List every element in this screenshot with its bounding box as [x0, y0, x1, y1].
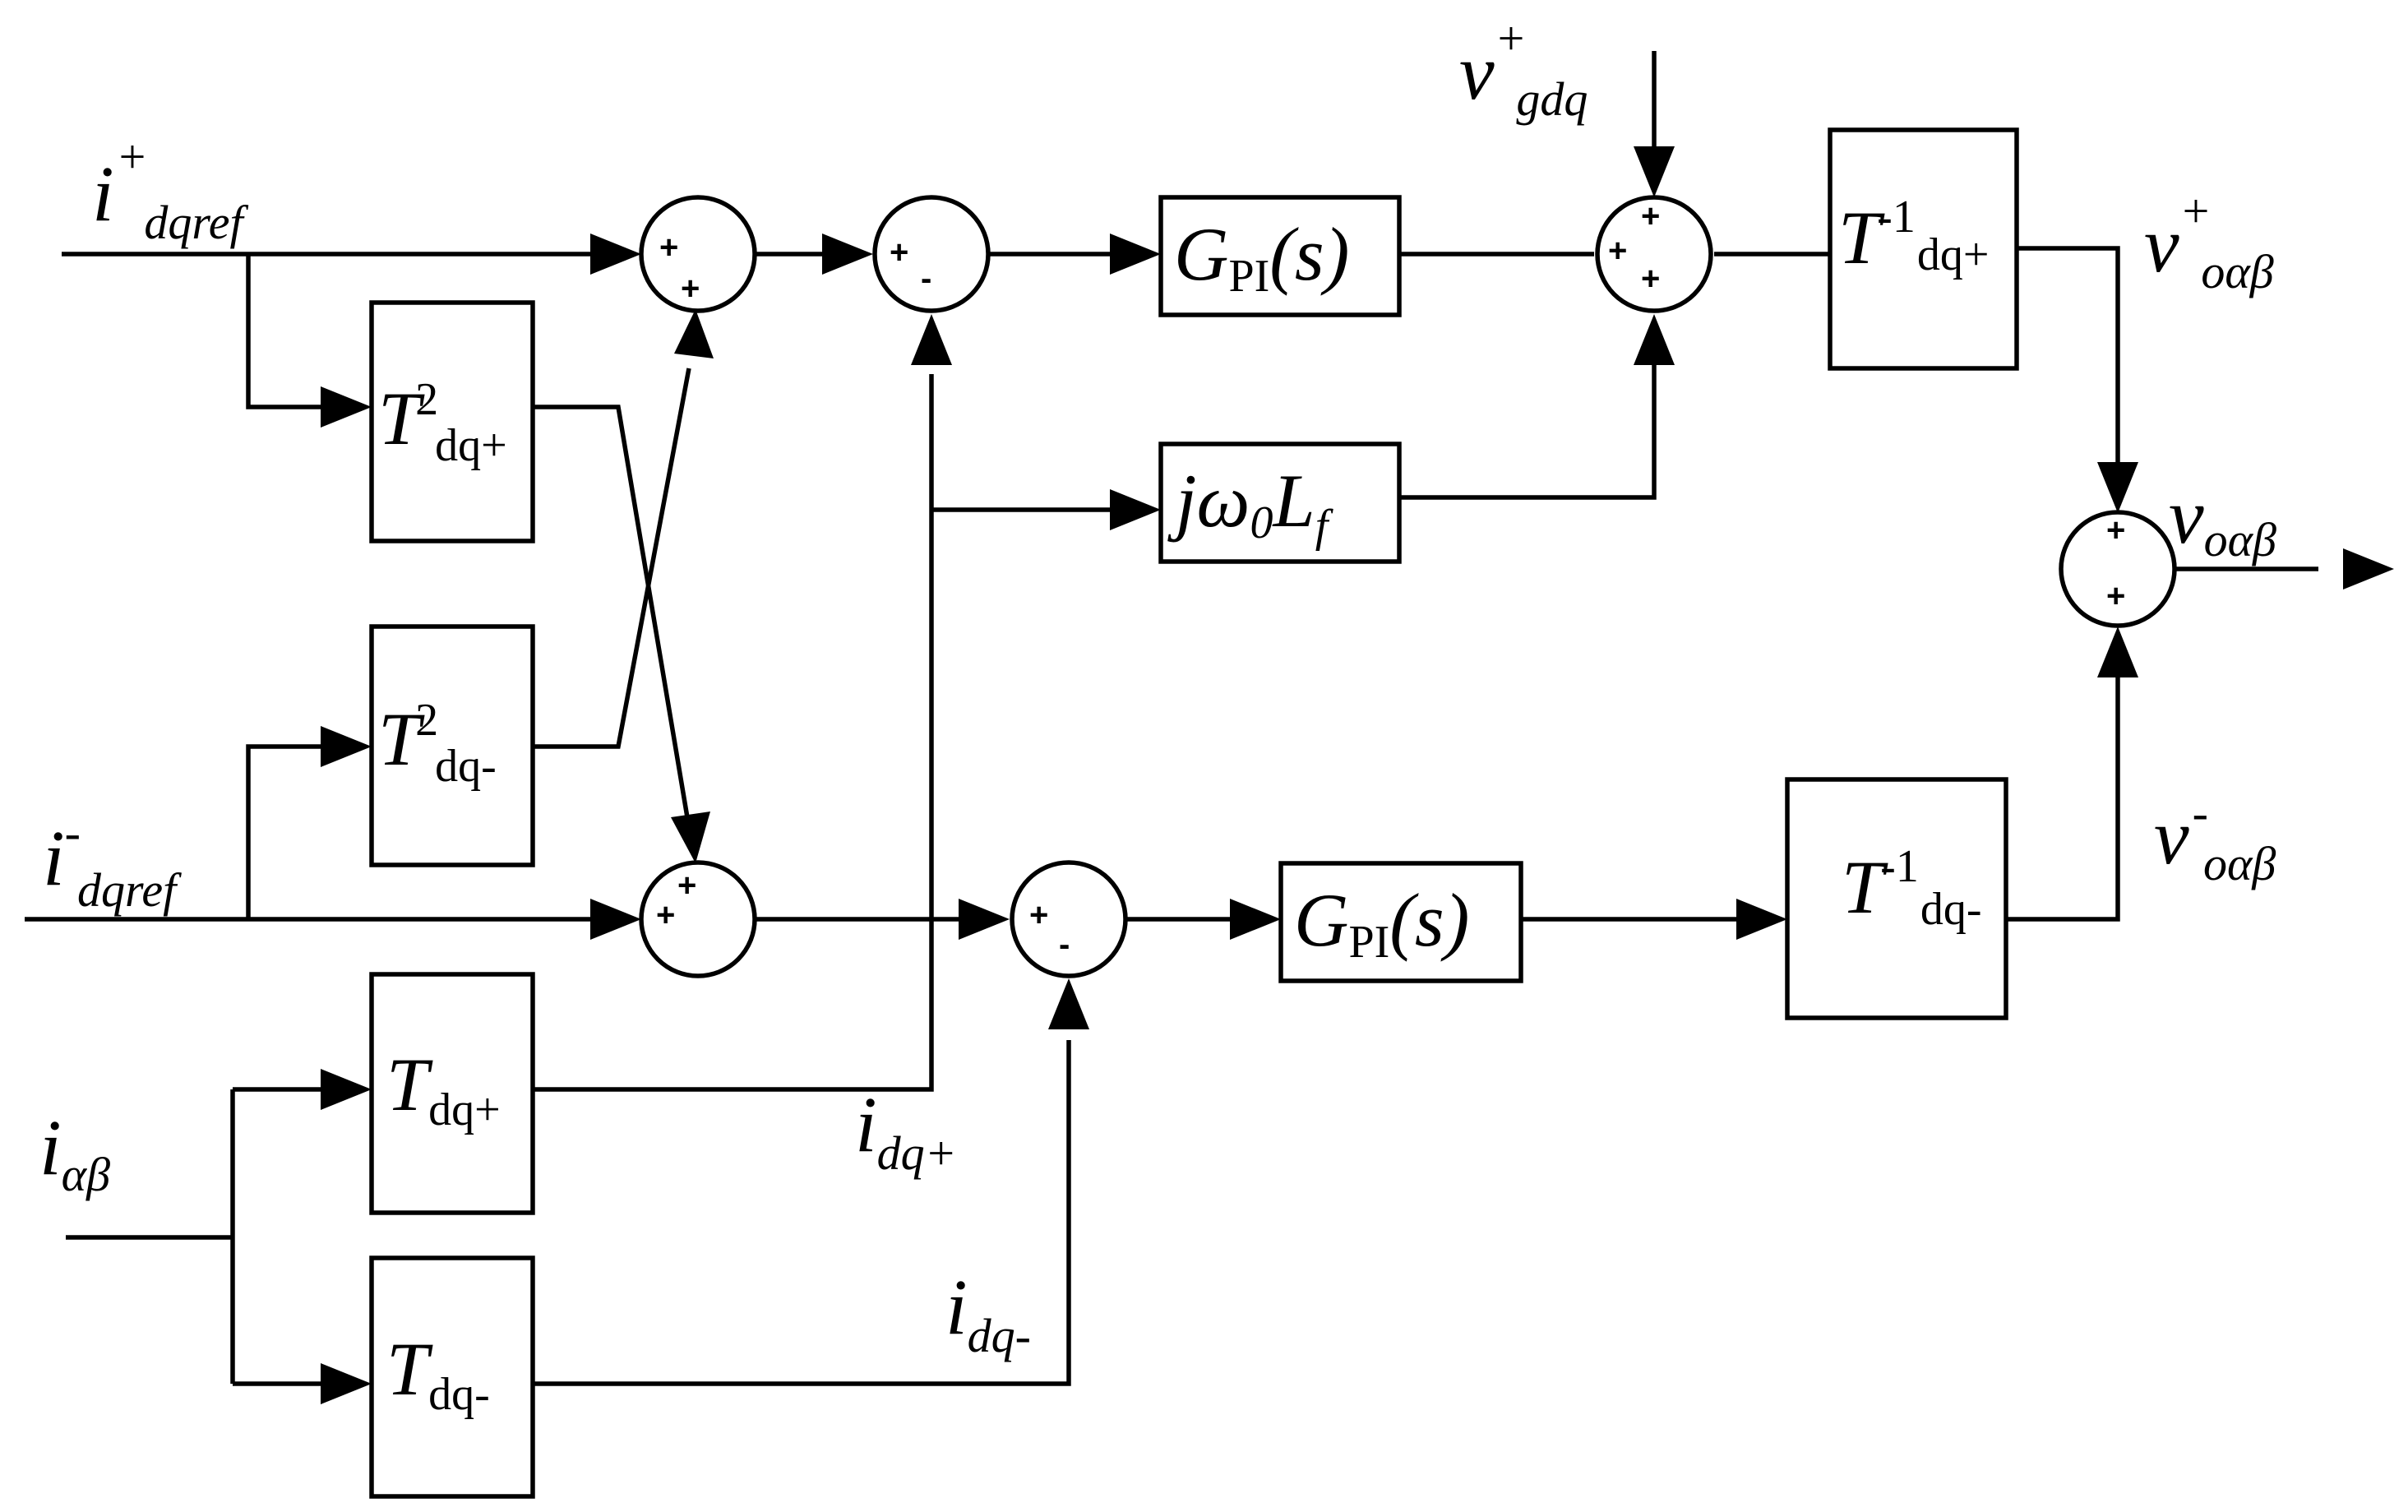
block-t-plus: [369, 972, 535, 1215]
arrowhead: [1634, 314, 1675, 365]
sum6-sign-1: +: [2106, 512, 2125, 548]
sum3-sign-2: +: [1608, 233, 1627, 269]
label-i-plus-dqref: i+dqref: [92, 130, 249, 249]
arrowhead: [590, 899, 641, 940]
arrowhead: [321, 726, 372, 767]
label-i-dq-minus: idq-: [945, 1263, 1031, 1362]
t-minus-label: Tdq-: [386, 1327, 490, 1420]
arrowhead: [2097, 627, 2138, 677]
block-t2-minus: [369, 624, 535, 867]
wire-t2plus-to-sum4: [533, 405, 691, 823]
wire-jwl-to-sum3: [1399, 360, 1657, 500]
sum1-sign-1: +: [659, 229, 678, 266]
sum1-sign-2: +: [681, 270, 700, 307]
block-gpi-bottom: [1278, 861, 1523, 983]
arrowhead: [1736, 899, 1787, 940]
arrowhead: [911, 314, 952, 365]
tinv-plus-label: T-1dq+: [1838, 192, 1989, 280]
sum-junction-4: [639, 860, 757, 978]
sum2-sign-2: -: [921, 261, 931, 297]
tinv-minus-label: T-1dq-: [1842, 841, 1981, 935]
sum4-sign-2: +: [656, 897, 675, 933]
sum-junction-3: [1595, 195, 1713, 313]
wire-iminus-to-t2minus: [246, 744, 329, 919]
sum-junction-5: [1010, 860, 1128, 978]
arrowhead: [822, 234, 873, 275]
wire-idqplus-feedback: [533, 374, 934, 1092]
sum-signs: + + + - + + + + + + - + +: [656, 198, 2125, 963]
sum5-sign-1: +: [1029, 897, 1048, 933]
arrowhead: [1048, 978, 1089, 1029]
label-i-alpha-beta: iαβ: [39, 1103, 110, 1201]
block-tinv-minus: [1785, 777, 2008, 1020]
sum-junction-1: [639, 195, 757, 313]
arrowheads: [321, 146, 2394, 1404]
sum-junctions: [639, 195, 2177, 978]
block-t2-plus: [369, 300, 535, 543]
arrowhead: [321, 1069, 372, 1110]
arrowhead: [590, 234, 641, 275]
label-i-dq-plus: idq+: [855, 1080, 957, 1180]
blocks: [369, 127, 2019, 1499]
sum4-sign-1: +: [677, 867, 696, 904]
label-v-plus-o-alpha-beta: v+oαβ: [2144, 184, 2274, 298]
sum-junction-2: [872, 195, 991, 313]
wires: [25, 51, 2318, 1386]
wire-tinvplus-to-sum6: [2017, 246, 2120, 469]
wire-iplus-to-t2plus: [246, 254, 329, 409]
wire-idqminus-feedback: [533, 1040, 1071, 1386]
block-tinv-plus: [1828, 127, 2019, 371]
label-v-plus-gdq: v+gdq: [1459, 12, 1588, 126]
sum3-sign-1: +: [1641, 198, 1660, 234]
arrowhead: [1110, 489, 1161, 530]
arrowhead: [1230, 899, 1281, 940]
label-v-minus-o-alpha-beta: v-oαβ: [2154, 786, 2276, 890]
arrowhead: [2097, 462, 2138, 513]
label-v-o-alpha-beta: voαβ: [2169, 472, 2276, 566]
sum2-sign-1: +: [890, 234, 908, 270]
block-gpi-top: [1158, 195, 1402, 317]
arrowhead: [674, 309, 714, 358]
sum5-sign-2: -: [1059, 927, 1070, 963]
sum3-sign-3: +: [1641, 261, 1660, 297]
signal-labels: i+dqref i-dqref iαβ idq+ idq- v+gdq v+oα…: [39, 12, 2276, 1362]
gpi-top-label: GPI(s): [1174, 212, 1349, 302]
output-arrowhead: [2343, 548, 2394, 590]
t-plus-label: Tdq+: [386, 1043, 501, 1135]
arrowhead: [671, 811, 710, 863]
gpi-bottom-label: GPI(s): [1294, 878, 1469, 968]
block-jwl: [1158, 442, 1402, 564]
arrowhead: [321, 386, 372, 428]
label-i-minus-dqref: i-dqref: [43, 806, 182, 917]
block-t-minus: [369, 1255, 535, 1499]
arrowhead: [1634, 146, 1675, 197]
arrowhead: [1110, 234, 1161, 275]
sum-junction-6: [2059, 510, 2177, 628]
wire-tinvminus-to-sum6: [2006, 674, 2120, 922]
wire-t2minus-to-sum1: [533, 368, 691, 749]
arrowhead: [321, 1363, 372, 1404]
sum6-sign-2: +: [2106, 578, 2125, 614]
arrowhead: [959, 899, 1010, 940]
